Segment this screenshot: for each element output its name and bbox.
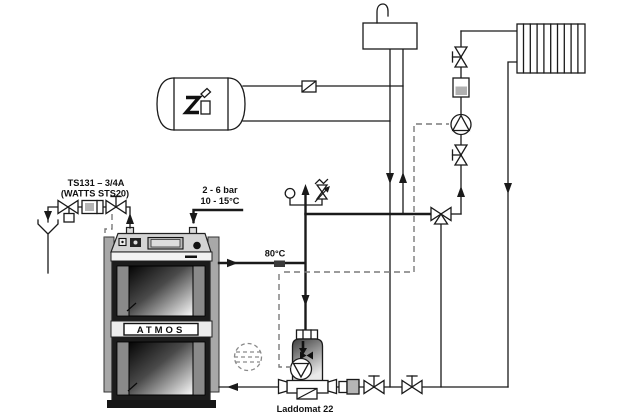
radiator-return — [507, 61, 518, 388]
vent-hook — [376, 3, 389, 24]
riser-arrow-down — [301, 295, 310, 306]
ts131-label-line2: (WATTS STS20) — [61, 189, 129, 199]
pipe-union — [338, 378, 360, 395]
laddomat-coupling-right — [327, 378, 338, 395]
strainer-filter — [452, 77, 470, 98]
check-valve — [301, 80, 317, 93]
circuit-arrow-up — [457, 186, 465, 197]
window-reflection-mark2 — [127, 382, 138, 392]
ts131-label-line1: TS131 – 3/4A — [68, 178, 125, 188]
brand-plate — [123, 322, 199, 336]
thermostat-display-inner — [150, 239, 181, 248]
lower-firebox-window — [128, 341, 194, 396]
window-reflection-mark — [126, 302, 137, 312]
panel-switch-dot — [121, 240, 124, 244]
circulation-pump — [450, 113, 472, 136]
laddomat-thermo-valve-r — [306, 351, 313, 360]
trim-handle — [185, 255, 197, 258]
ts131-capillary — [104, 214, 113, 238]
panel-knob — [193, 241, 201, 250]
open-expansion-tank — [362, 3, 418, 50]
return-arrow-left — [227, 383, 238, 391]
capillary-to-laddomat — [278, 274, 291, 368]
lower-door-latch-strip — [192, 341, 206, 396]
control-capillary-lines — [104, 123, 449, 372]
laddomat-22-loading-unit — [277, 329, 338, 400]
expansion-right-arrow-up — [399, 172, 407, 183]
radiator-fins — [522, 23, 579, 74]
boiler-brand-label: ATMOS — [137, 325, 186, 336]
cold-water-label-line1: 2 - 6 bar — [202, 185, 238, 195]
hot-water-tap-icon — [182, 87, 212, 115]
panel-button-dot — [133, 240, 138, 245]
drain-funnel — [37, 219, 59, 274]
laddomat-coupling-left — [277, 378, 288, 395]
thermal-safety-valve-ts131 — [57, 195, 127, 223]
flow-arrows — [44, 172, 512, 391]
safety-relief-valve — [314, 178, 330, 203]
thermal-actuator — [63, 212, 75, 223]
optional-pump-hatch — [234, 351, 262, 363]
cooling-water-stub — [192, 208, 244, 224]
ts131-arrow-up — [126, 213, 134, 224]
drain-arrow-down — [44, 211, 52, 221]
lower-door-hinge-strip — [116, 341, 130, 396]
upper-door-latch-strip — [192, 265, 206, 317]
laddomat-flow-arrow — [299, 348, 307, 355]
cold-water-label-line2: 10 - 15°C — [201, 196, 240, 206]
circuit-shutoff-valve-lower — [451, 144, 469, 166]
cold-water-arrow-down — [189, 213, 198, 224]
atmos-boiler: ATMOS — [103, 226, 220, 408]
expansion-left-arrow-down — [386, 173, 394, 184]
laddomat-label: Laddomat 22 — [277, 404, 334, 414]
return-shutoff-valve-right — [401, 375, 423, 395]
three-way-mixing-valve — [430, 206, 452, 225]
upper-door-hinge-strip — [116, 265, 130, 317]
temp-sensor-80c — [274, 260, 285, 267]
radiator — [516, 23, 586, 74]
filter-screen — [455, 86, 467, 95]
supply-temp-label: 80°C — [265, 249, 286, 259]
pressure-gauge — [284, 187, 296, 199]
domestic-hot-water-tank — [156, 77, 246, 131]
return-shutoff-valve-left — [363, 375, 385, 395]
supply-arrow-right — [227, 258, 238, 268]
laddomat-neck — [295, 329, 319, 340]
boiler-base — [107, 400, 216, 408]
upper-firebox-window — [128, 265, 194, 317]
vent-arrow-up — [301, 184, 310, 195]
laddomat-pump-rotor — [292, 362, 310, 379]
ts131-cartridge-core — [85, 203, 94, 211]
capillary-to-pump — [284, 123, 449, 273]
radiator-return-arrow-down — [504, 183, 512, 194]
circuit-shutoff-valve-upper — [451, 46, 469, 68]
laddomat-thermo-valve-l — [300, 351, 307, 360]
